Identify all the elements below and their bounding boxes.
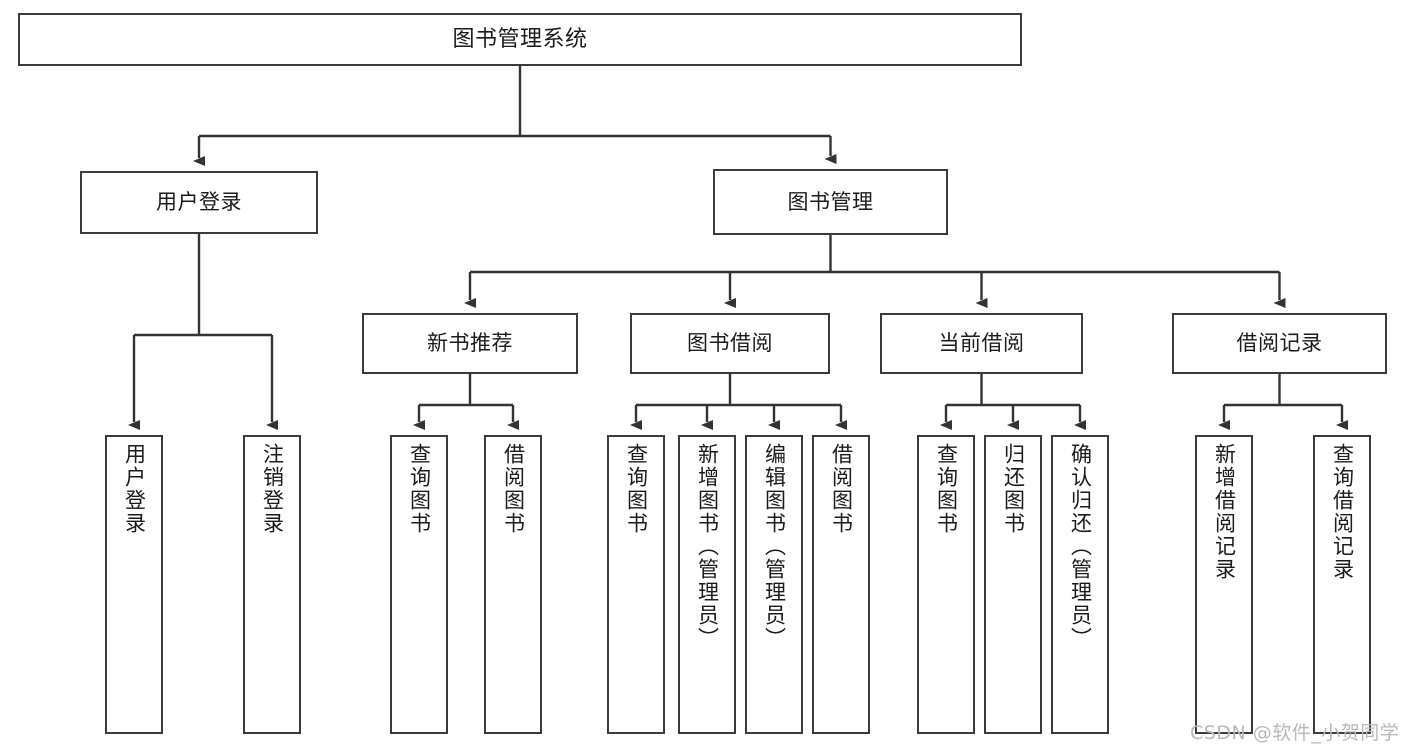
node-label: 新增图书（管理员） [695, 443, 720, 650]
node-leaf-rec-2[interactable]: 查询借阅记录 [1313, 435, 1371, 734]
node-label: 查询借阅记录 [1330, 443, 1355, 581]
node-leaf-rec-1[interactable]: 新增借阅记录 [1195, 435, 1253, 734]
node-root[interactable]: 图书管理系统 [18, 13, 1022, 66]
node-label: 查询图书 [934, 443, 959, 535]
watermark: CSDN @软件_小贺同学 [1190, 722, 1400, 744]
node-leaf-cur-3[interactable]: 确认归还（管理员） [1051, 435, 1109, 734]
node-leaf-cur-2[interactable]: 归还图书 [984, 435, 1042, 734]
node-records[interactable]: 借阅记录 [1172, 313, 1387, 374]
node-label: 确认归还（管理员） [1068, 443, 1093, 650]
node-leaf-login-2[interactable]: 注销登录 [243, 435, 301, 734]
node-leaf-bor-4[interactable]: 借阅图书 [812, 435, 870, 734]
node-newbook[interactable]: 新书推荐 [362, 313, 578, 374]
node-current[interactable]: 当前借阅 [880, 313, 1083, 374]
node-leaf-cur-1[interactable]: 查询图书 [917, 435, 975, 734]
node-leaf-new-1[interactable]: 查询图书 [390, 435, 448, 734]
node-label: 新书推荐 [427, 331, 513, 356]
node-label: 归还图书 [1001, 443, 1026, 535]
node-bookmgmt[interactable]: 图书管理 [713, 169, 948, 235]
node-label: 借阅记录 [1236, 331, 1323, 356]
node-label: 用户登录 [156, 190, 242, 215]
node-label: 查询图书 [624, 443, 649, 535]
node-label: 用户登录 [122, 443, 147, 535]
node-label: 当前借阅 [938, 331, 1025, 356]
node-label: 借阅图书 [829, 443, 854, 535]
node-leaf-bor-1[interactable]: 查询图书 [607, 435, 665, 734]
node-borrow[interactable]: 图书借阅 [630, 313, 830, 374]
node-label: 图书管理系统 [452, 26, 588, 52]
node-label: 编辑图书（管理员） [762, 443, 787, 650]
node-label: 查询图书 [407, 443, 432, 535]
node-label: 图书借阅 [687, 331, 773, 356]
node-label: 图书管理 [787, 189, 874, 214]
node-leaf-bor-3[interactable]: 编辑图书（管理员） [745, 435, 803, 734]
node-leaf-login-1[interactable]: 用户登录 [105, 435, 163, 734]
node-login[interactable]: 用户登录 [80, 171, 318, 234]
node-label: 借阅图书 [501, 443, 526, 535]
node-label: 注销登录 [260, 443, 285, 535]
node-leaf-new-2[interactable]: 借阅图书 [484, 435, 542, 734]
node-leaf-bor-2[interactable]: 新增图书（管理员） [678, 435, 736, 734]
node-label: 新增借阅记录 [1212, 443, 1237, 581]
